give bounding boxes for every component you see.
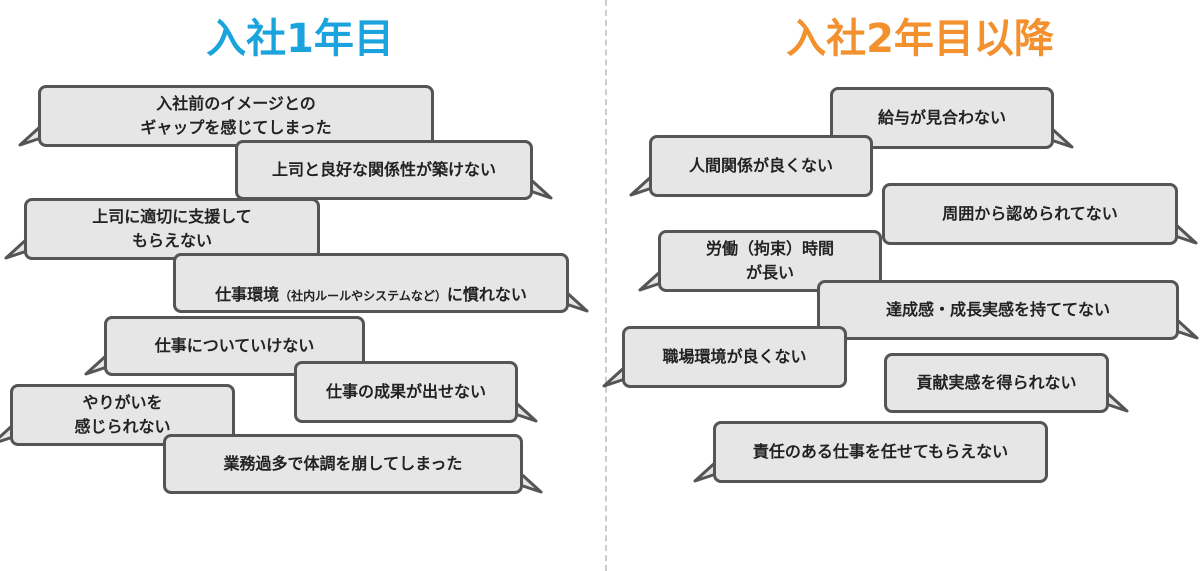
speech-bubble: 上司に適切に支援して もらえない: [24, 198, 320, 260]
bubble-text: 人間関係が良くない: [688, 156, 833, 175]
speech-bubble: 上司と良好な関係性が築けない: [235, 140, 533, 200]
speech-bubble-tail: [562, 289, 589, 313]
speech-bubble-tail: [511, 399, 538, 423]
speech-bubble: 人間関係が良くない: [649, 135, 873, 197]
bubble-text-note: （社内ルールやシステムなど）: [279, 288, 447, 303]
bubble-text: 給与が見合わない: [877, 108, 1006, 127]
left-column-title: 入社1年目: [206, 16, 394, 62]
bubble-text: 職場環境が良くない: [662, 347, 807, 366]
bubble-text: 達成感・成長実感を持ててない: [885, 300, 1110, 319]
right-column-title: 入社2年目以降: [786, 16, 1054, 62]
bubble-text-rest: に慣れない: [446, 284, 527, 304]
speech-bubble: 周囲から認められてない: [882, 183, 1178, 245]
bubble-text-main: 仕事環境: [215, 284, 280, 304]
speech-bubble-tail: [1171, 221, 1198, 245]
speech-bubble-tail: [526, 176, 553, 200]
center-divider: [605, 0, 607, 571]
bubble-text: 仕事についていけない: [154, 336, 315, 355]
bubble-text: 仕事の成果が出せない: [325, 382, 486, 401]
bubble-text: 責任のある仕事を任せてもらえない: [752, 442, 1009, 461]
speech-bubble: 仕事環境（社内ルールやシステムなど）に慣れない: [173, 253, 569, 313]
speech-bubble-tail: [1102, 389, 1129, 413]
bubble-text: 貢献実感を得られない: [916, 373, 1077, 392]
speech-bubble: 仕事の成果が出せない: [294, 361, 518, 423]
bubble-text: 入社前のイメージとの ギャップを感じてしまった: [140, 94, 332, 137]
bubble-text: 上司に適切に支援して もらえない: [92, 207, 252, 250]
speech-bubble-tail: [516, 470, 543, 494]
speech-bubble-tail: [1172, 316, 1199, 340]
speech-bubble: 入社前のイメージとの ギャップを感じてしまった: [38, 85, 434, 147]
speech-bubble: 業務過多で体調を崩してしまった: [163, 434, 523, 494]
bubble-text: 労働（拘束）時間 が長い: [705, 239, 834, 282]
speech-bubble: 職場環境が良くない: [622, 326, 847, 388]
bubble-text: 上司と良好な関係性が築けない: [271, 160, 496, 179]
bubble-text: やりがいを 感じられない: [74, 393, 171, 436]
bubble-text: 仕事環境（社内ルールやシステムなど）に慣れない: [215, 259, 527, 308]
bubble-text: 業務過多で体調を崩してしまった: [223, 454, 463, 473]
speech-bubble: 責任のある仕事を任せてもらえない: [713, 421, 1048, 483]
bubble-text: 周囲から認められてない: [942, 204, 1118, 223]
speech-bubble-tail: [1047, 125, 1074, 149]
speech-bubble: 貢献実感を得られない: [884, 353, 1109, 413]
speech-bubble: 達成感・成長実感を持ててない: [817, 280, 1179, 340]
